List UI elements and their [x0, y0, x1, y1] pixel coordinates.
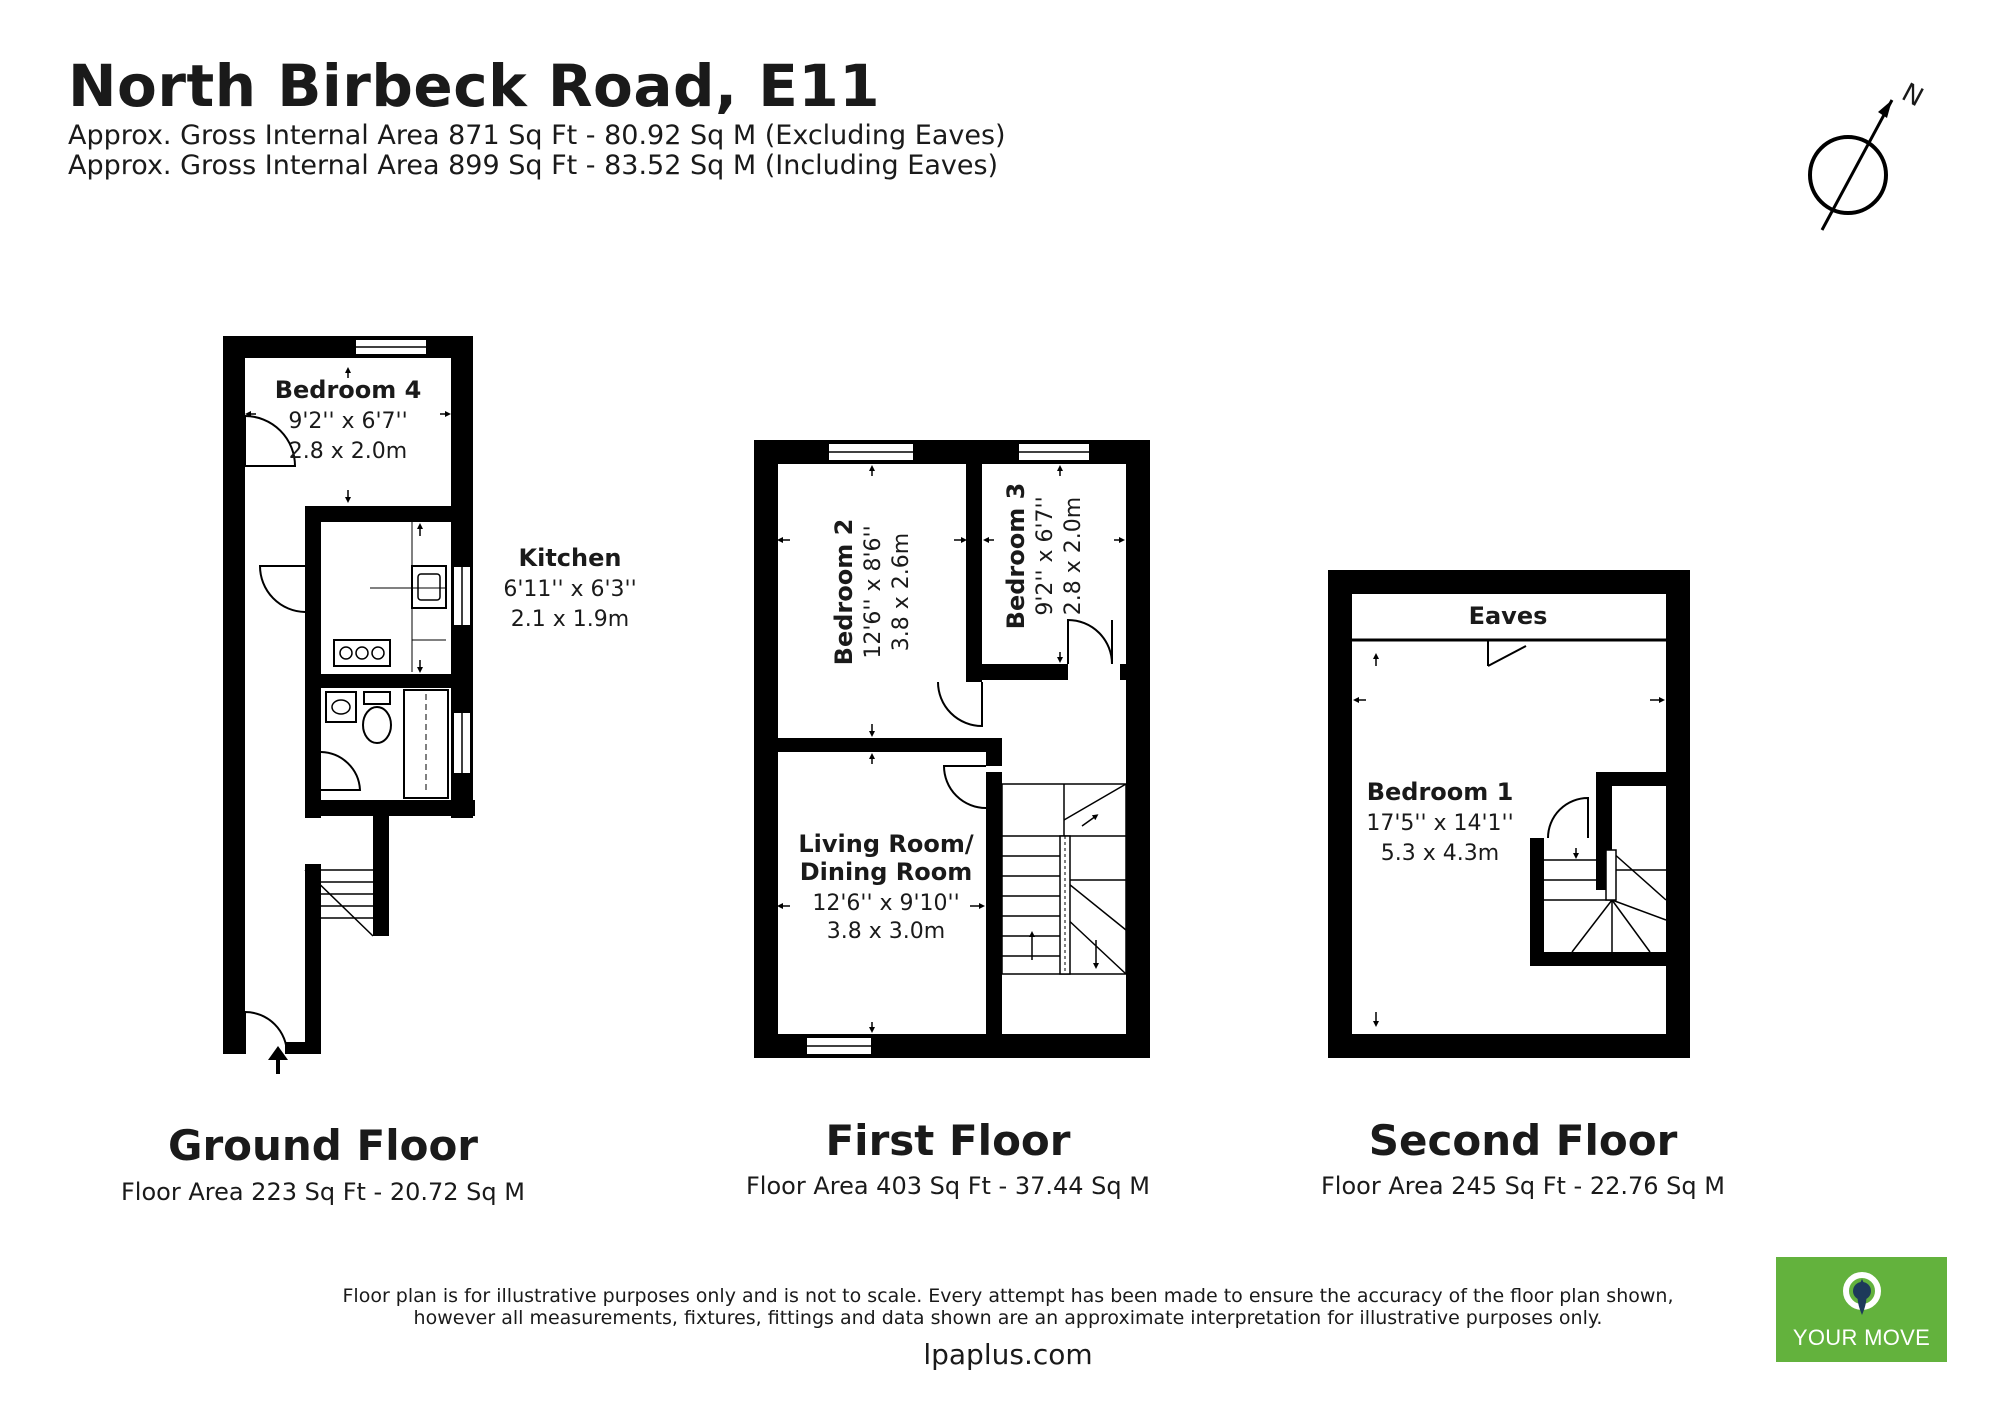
room-dim-metric-living-room: 3.8 x 3.0m [827, 919, 945, 944]
floor-name-first: First Floor [825, 1116, 1070, 1165]
second-floor-plan: Eaves Bedroom 1 17'5'' x 14'1'' 5.3 x 4.… [1321, 570, 1725, 1200]
gross-area-excluding-eaves: Approx. Gross Internal Area 871 Sq Ft - … [68, 120, 1006, 151]
room-dim-metric-bedroom-2: 3.8 x 2.6m [889, 533, 914, 651]
property-title: North Birbeck Road, E11 [68, 52, 881, 120]
ground-floor-plan: Bedroom 4 9'2'' x 6'7'' 2.8 x 2.0m Kitch… [121, 336, 637, 1206]
room-name-kitchen: Kitchen [519, 544, 622, 572]
website-link[interactable]: lpaplus.com [923, 1338, 1092, 1371]
room-name-dining-room: Dining Room [800, 858, 973, 886]
room-dim-imperial-bedroom-3: 9'2'' x 6'7'' [1033, 496, 1058, 615]
room-dim-imperial-bedroom-1: 17'5'' x 14'1'' [1366, 811, 1513, 836]
floor-area-ground: Floor Area 223 Sq Ft - 20.72 Sq M [121, 1178, 525, 1206]
disclaimer-line-1: Floor plan is for illustrative purposes … [343, 1285, 1674, 1307]
compass-icon: N [1808, 78, 1928, 231]
compass-north-label: N [1897, 78, 1928, 114]
room-dim-metric-bedroom-3: 2.8 x 2.0m [1061, 497, 1086, 615]
your-move-logo: YOUR MOVE [1776, 1257, 1947, 1362]
room-name-living-room: Living Room/ [798, 830, 973, 858]
room-dim-metric-bedroom-4: 2.8 x 2.0m [289, 439, 407, 464]
logo-mark-icon [1843, 1272, 1881, 1315]
room-dim-metric-bedroom-1: 5.3 x 4.3m [1381, 841, 1499, 866]
room-name-bedroom-2: Bedroom 2 [830, 519, 858, 666]
floor-name-second: Second Floor [1369, 1116, 1678, 1165]
entrance-arrow-icon [268, 1046, 288, 1074]
logo-text: YOUR MOVE [1792, 1325, 1931, 1350]
room-dim-imperial-bedroom-2: 12'6'' x 8'6'' [861, 525, 886, 658]
room-name-bedroom-3: Bedroom 3 [1002, 483, 1030, 630]
room-name-bedroom-4: Bedroom 4 [275, 376, 422, 404]
room-name-bedroom-1: Bedroom 1 [1367, 778, 1514, 806]
floor-area-second: Floor Area 245 Sq Ft - 22.76 Sq M [1321, 1172, 1725, 1200]
gross-area-including-eaves: Approx. Gross Internal Area 899 Sq Ft - … [68, 150, 999, 181]
room-dim-imperial-living-room: 12'6'' x 9'10'' [812, 891, 959, 916]
room-name-eaves: Eaves [1469, 602, 1548, 630]
room-dim-imperial-kitchen: 6'11'' x 6'3'' [503, 577, 636, 602]
disclaimer-line-2: however all measurements, fixtures, fitt… [414, 1307, 1603, 1329]
floor-name-ground: Ground Floor [168, 1121, 478, 1170]
room-dim-metric-kitchen: 2.1 x 1.9m [511, 607, 629, 632]
room-dim-imperial-bedroom-4: 9'2'' x 6'7'' [288, 409, 407, 434]
first-floor-plan: Bedroom 2 12'6'' x 8'6'' 3.8 x 2.6m Bedr… [746, 440, 1150, 1200]
floor-area-first: Floor Area 403 Sq Ft - 37.44 Sq M [746, 1172, 1150, 1200]
